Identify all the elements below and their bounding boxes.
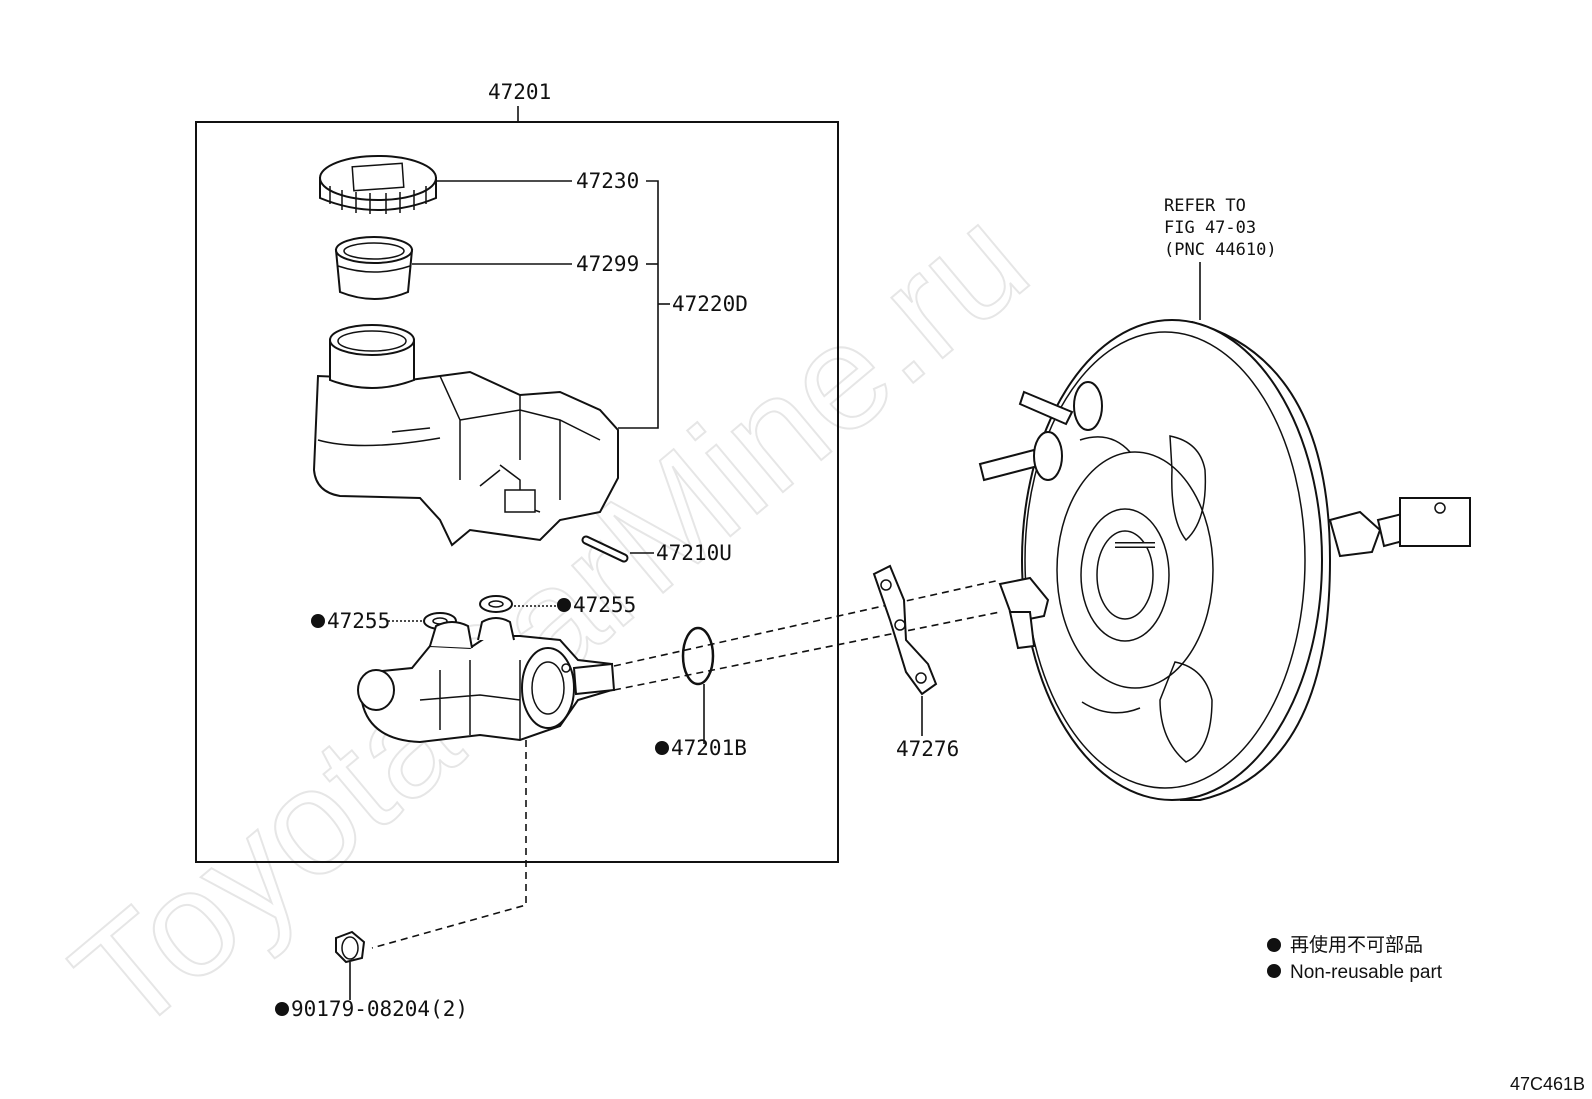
legend-dot — [1267, 938, 1281, 952]
mounting-nut — [335, 930, 366, 964]
alignment-line-upper — [613, 579, 1001, 667]
assembly-frame — [195, 121, 839, 863]
reservoir-cap — [319, 155, 437, 214]
brake-booster — [978, 319, 1471, 801]
non-reusable-dot — [311, 614, 325, 628]
alignment-line-lower — [613, 611, 1001, 691]
part-label-47255-left: 47255 — [327, 609, 390, 633]
non-reusable-dot — [557, 598, 571, 612]
part-label-47230: 47230 — [576, 169, 639, 193]
legend-jp: 再使用不可部品 — [1290, 934, 1423, 956]
reference-line-2: FIG 47-03 — [1164, 218, 1256, 238]
part-label-47210U: 47210U — [656, 541, 732, 565]
figure-code: 47C461B — [1510, 1074, 1585, 1094]
legend-dot — [1267, 964, 1281, 978]
reference-line-3: (PNC 44610) — [1164, 240, 1277, 260]
grommet-right — [479, 595, 513, 613]
part-label-47255-right: 47255 — [573, 593, 636, 617]
reservoir-strainer — [334, 236, 414, 300]
part-label-47276: 47276 — [896, 737, 959, 761]
bracket-47220D — [618, 180, 659, 429]
part-label-47201: 47201 — [488, 80, 551, 104]
non-reusable-dot — [655, 741, 669, 755]
brake-master-cylinder — [357, 617, 616, 744]
brake-fluid-reservoir — [312, 324, 619, 547]
part-label-47299: 47299 — [576, 252, 639, 276]
reference-line-1: REFER TO — [1164, 196, 1246, 216]
o-ring — [681, 626, 715, 686]
legend-en: Non-reusable part — [1290, 962, 1443, 983]
non-reusable-dot — [275, 1002, 289, 1016]
booster-gasket — [872, 564, 938, 696]
alignment-line-nut — [371, 740, 527, 949]
reservoir-pin — [581, 535, 629, 563]
part-label-90179-08204: 90179-08204(2) — [291, 997, 468, 1021]
part-label-47201B: 47201B — [671, 736, 747, 760]
part-label-47220D: 47220D — [672, 292, 748, 316]
